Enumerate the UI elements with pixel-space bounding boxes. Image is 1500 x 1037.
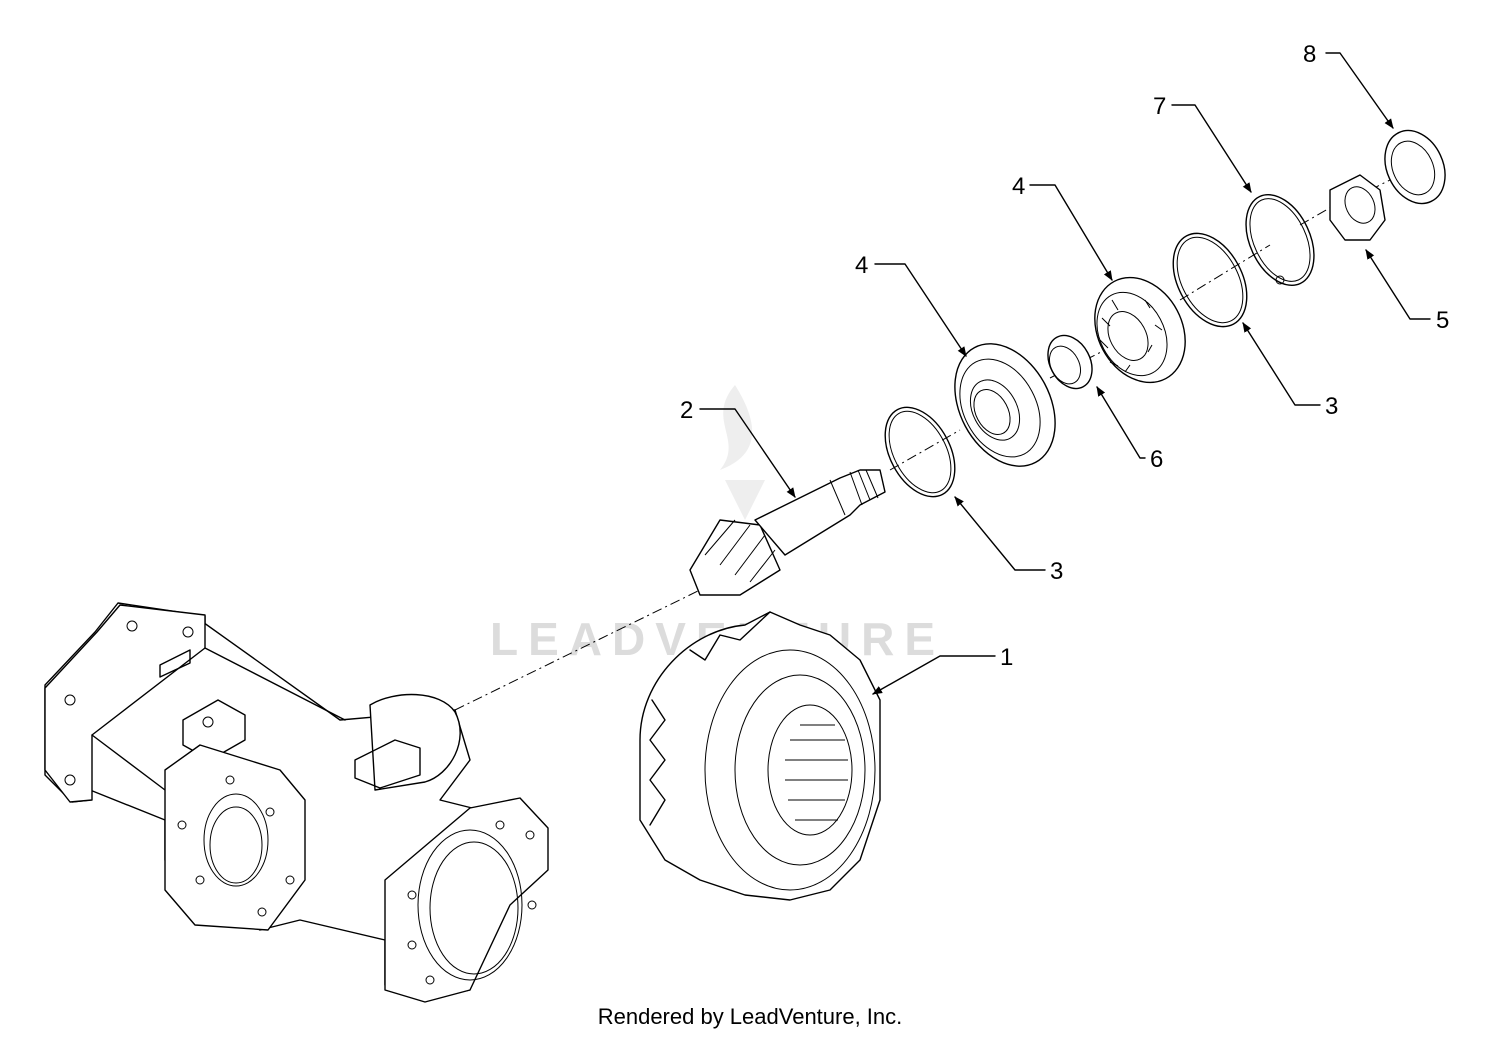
- callout-4-right: 4: [1012, 173, 1025, 200]
- pinion-shaft: [689, 469, 886, 596]
- ring-gear: [639, 611, 881, 901]
- callout-3-right: 3: [1325, 393, 1338, 420]
- leader-lines: [699, 52, 1431, 695]
- callout-2: 2: [680, 397, 693, 424]
- assembly-centerline: [454, 174, 1401, 711]
- retaining-ring: [1245, 193, 1315, 287]
- callout-7: 7: [1153, 93, 1166, 120]
- collar: [1047, 334, 1093, 390]
- callout-6: 6: [1150, 446, 1163, 473]
- bearing-left: [954, 343, 1056, 467]
- callout-8: 8: [1303, 41, 1316, 68]
- snap-ring-left: [884, 406, 956, 498]
- axle-housing: [44, 602, 549, 1003]
- callout-1: 1: [1000, 644, 1013, 671]
- render-credit: Rendered by LeadVenture, Inc.: [597, 1004, 903, 1029]
- callout-3-left: 3: [1050, 558, 1063, 585]
- bearing-right: [1094, 276, 1186, 384]
- snap-ring-right: [1172, 232, 1248, 328]
- hex-nut: [1329, 174, 1386, 241]
- seal: [1384, 129, 1446, 205]
- callout-5: 5: [1436, 307, 1449, 334]
- callout-4-left: 4: [855, 252, 868, 279]
